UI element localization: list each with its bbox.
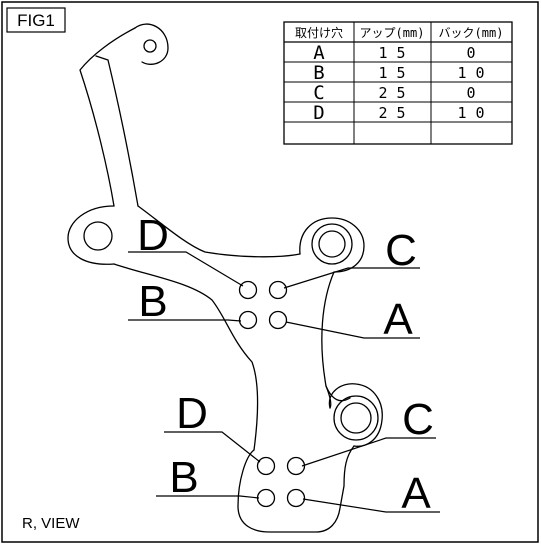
upper-label-c: C xyxy=(385,226,417,275)
table-cell-up: 2 5 xyxy=(378,104,405,122)
lower-ear-outer-ring xyxy=(333,395,379,441)
lower-label-d: D xyxy=(176,389,208,438)
table-header-back: バック(mm) xyxy=(439,26,504,40)
upper-hole-c xyxy=(268,280,288,300)
right-ear-outer-ring xyxy=(311,223,353,265)
leader-lines xyxy=(128,251,440,513)
fig-label-box xyxy=(6,7,66,33)
table-cell-hole: B xyxy=(313,62,324,84)
upper-hole-a xyxy=(268,310,288,330)
lower-hole-c xyxy=(286,456,306,476)
hole-labels: D C B A D C B A xyxy=(137,211,434,518)
top-pivot-hole xyxy=(143,39,157,53)
lower-hole-b xyxy=(256,488,276,508)
table-cell-hole: D xyxy=(313,102,324,124)
hole-offset-table: 取付け穴 アップ(mm) バック(mm) A 1 5 0 B 1 5 1 0 C… xyxy=(283,21,513,145)
fig-label: FIG1 xyxy=(17,11,55,30)
table-cell-up: 2 5 xyxy=(378,84,405,102)
lower-hole-a xyxy=(286,488,306,508)
table-cell-up: 1 5 xyxy=(378,64,405,82)
table-header-up: アップ(mm) xyxy=(360,26,425,40)
left-ear-hole xyxy=(83,221,113,251)
upper-hole-d xyxy=(238,280,258,300)
view-caption: R, VIEW xyxy=(22,515,80,532)
upper-label-a: A xyxy=(383,295,413,344)
table-cell-back: 1 0 xyxy=(457,104,484,122)
lower-label-b: B xyxy=(169,453,198,502)
upper-hole-b xyxy=(238,310,258,330)
right-ear-hole xyxy=(318,230,346,258)
lower-label-c: C xyxy=(402,395,434,444)
lower-ear-hole xyxy=(340,402,372,434)
table-cell-back: 0 xyxy=(466,84,475,102)
table-cell-hole: C xyxy=(313,82,324,104)
lower-hole-d xyxy=(256,456,276,476)
upper-label-b: B xyxy=(138,277,167,326)
table-cell-hole: A xyxy=(313,42,325,64)
table-header-hole: 取付け穴 xyxy=(295,25,343,40)
table-cell-up: 1 5 xyxy=(378,44,405,62)
table-cell-back: 1 0 xyxy=(457,64,484,82)
upper-label-d: D xyxy=(137,211,169,260)
mounting-holes xyxy=(83,39,379,508)
lower-label-a: A xyxy=(401,469,431,518)
table-cell-back: 0 xyxy=(466,44,475,62)
bracket-outline xyxy=(67,23,383,533)
